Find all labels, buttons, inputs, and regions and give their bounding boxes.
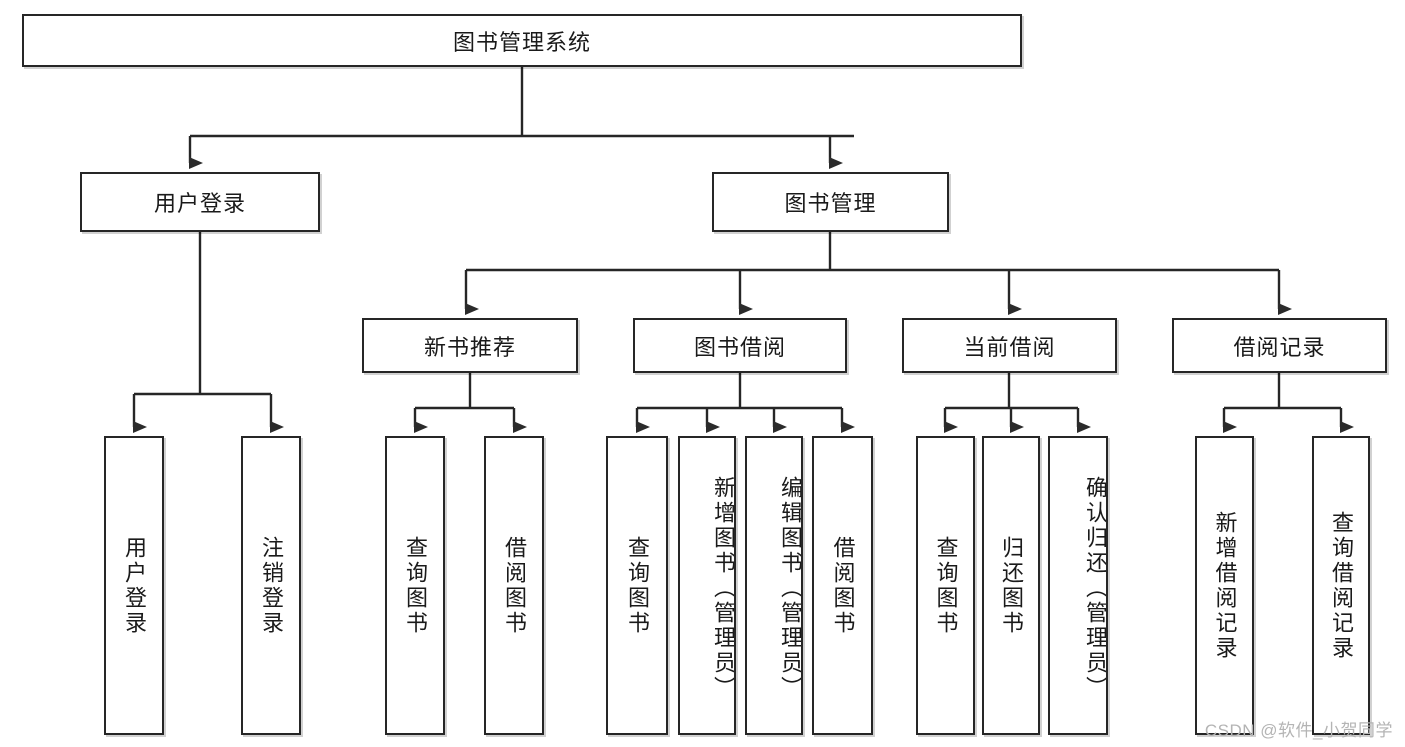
node-label: 查询借阅记录: [1329, 510, 1354, 661]
node-label: 新增借阅记录: [1212, 510, 1238, 661]
node-leaf-query-book-a[interactable]: 查询图书: [385, 436, 445, 735]
node-label: 借阅记录: [1233, 334, 1326, 360]
node-label: 图书管理: [784, 191, 877, 216]
node-current-borrow[interactable]: 当前借阅: [902, 318, 1117, 373]
node-leaf-query-book-c[interactable]: 查询图书: [916, 436, 975, 735]
node-label: 查询图书: [625, 535, 650, 636]
node-book-borrow[interactable]: 图书借阅: [633, 318, 847, 373]
node-leaf-borrow-book-b[interactable]: 借阅图书: [812, 436, 873, 735]
node-label: 新书推荐: [423, 334, 516, 360]
node-label: 图书管理系统: [452, 29, 591, 55]
node-leaf-query-borrow-record[interactable]: 查询借阅记录: [1312, 436, 1370, 735]
node-leaf-return-book[interactable]: 归还图书: [982, 436, 1040, 735]
node-label: 用户登录: [153, 191, 246, 216]
node-label: 新增图书（管理员）: [711, 476, 734, 701]
node-borrow-record[interactable]: 借阅记录: [1172, 318, 1387, 373]
node-label: 查询图书: [933, 535, 959, 636]
node-label: 用户登录: [122, 535, 147, 636]
node-leaf-edit-book-admin[interactable]: 编辑图书（管理员）: [745, 436, 803, 735]
node-leaf-user-login[interactable]: 用户登录: [104, 436, 164, 735]
node-label: 图书借阅: [693, 334, 786, 360]
node-leaf-logout[interactable]: 注销登录: [241, 436, 301, 735]
node-leaf-borrow-book-a[interactable]: 借阅图书: [484, 436, 544, 735]
node-leaf-add-borrow-record[interactable]: 新增借阅记录: [1195, 436, 1254, 735]
node-label: 编辑图书（管理员）: [778, 476, 801, 701]
node-book-management[interactable]: 图书管理: [712, 172, 949, 232]
node-label: 归还图书: [999, 535, 1024, 636]
node-user-login[interactable]: 用户登录: [80, 172, 320, 232]
node-label: 确认归还（管理员）: [1083, 476, 1106, 701]
node-leaf-query-book-b[interactable]: 查询图书: [606, 436, 668, 735]
node-root-system[interactable]: 图书管理系统: [22, 14, 1022, 67]
node-label: 注销登录: [259, 535, 284, 636]
node-label: 借阅图书: [830, 535, 856, 636]
node-label: 借阅图书: [502, 535, 527, 636]
node-leaf-add-book-admin[interactable]: 新增图书（管理员）: [678, 436, 736, 735]
node-leaf-confirm-return-admin[interactable]: 确认归还（管理员）: [1048, 436, 1108, 735]
csdn-watermark: CSDN @软件_小贺同学: [1204, 721, 1393, 740]
node-label: 当前借阅: [963, 334, 1056, 360]
node-label: 查询图书: [403, 535, 428, 636]
node-new-book-recommend[interactable]: 新书推荐: [362, 318, 578, 373]
